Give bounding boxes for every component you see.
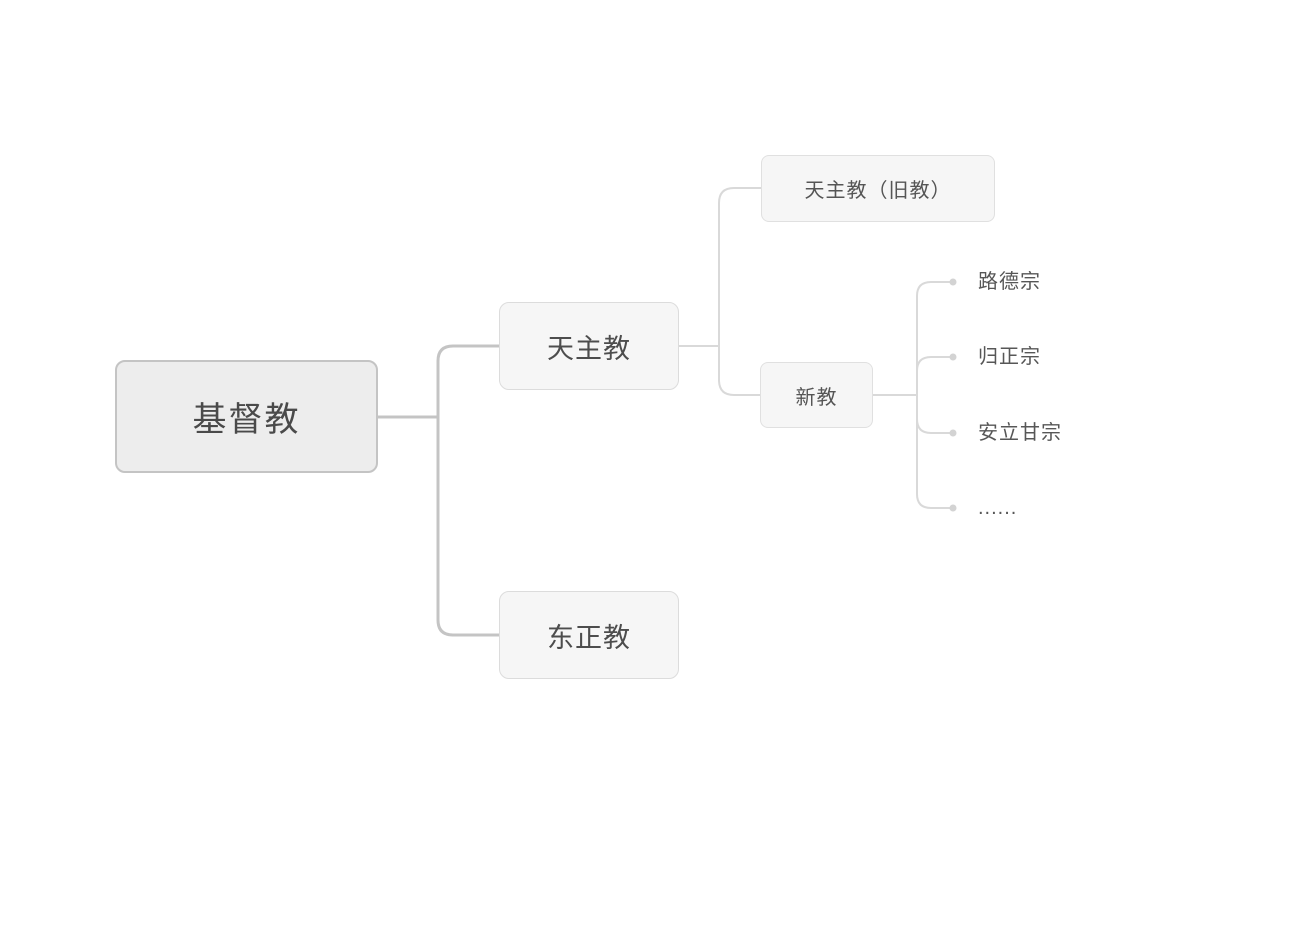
edge-leaf-anglican	[916, 418, 951, 434]
node-reformed[interactable]: 归正宗	[978, 346, 1041, 368]
edge-leaf-guizheng	[916, 356, 951, 372]
node-anglicanism[interactable]: 安立甘宗	[978, 422, 1062, 444]
node-protestantism[interactable]: 新教	[760, 362, 873, 428]
node-lutheranism[interactable]: 路德宗	[978, 271, 1041, 293]
leaf-dot-icon	[949, 504, 957, 512]
node-catholicism-branch[interactable]: 天主教	[499, 302, 679, 390]
node-ellipsis[interactable]: ......	[978, 497, 1018, 519]
edge-root-branches	[436, 344, 499, 637]
node-catholicism-old-church[interactable]: 天主教（旧教）	[761, 155, 995, 222]
node-christianity[interactable]: 基督教	[115, 360, 378, 473]
leaf-dot-icon	[949, 429, 957, 437]
node-eastern-orthodox[interactable]: 东正教	[499, 591, 679, 679]
edge-catholicism-branches	[718, 187, 761, 396]
leaf-dot-icon	[949, 278, 957, 286]
leaf-dot-icon	[949, 353, 957, 361]
edge-protestant-trunk	[916, 281, 951, 509]
